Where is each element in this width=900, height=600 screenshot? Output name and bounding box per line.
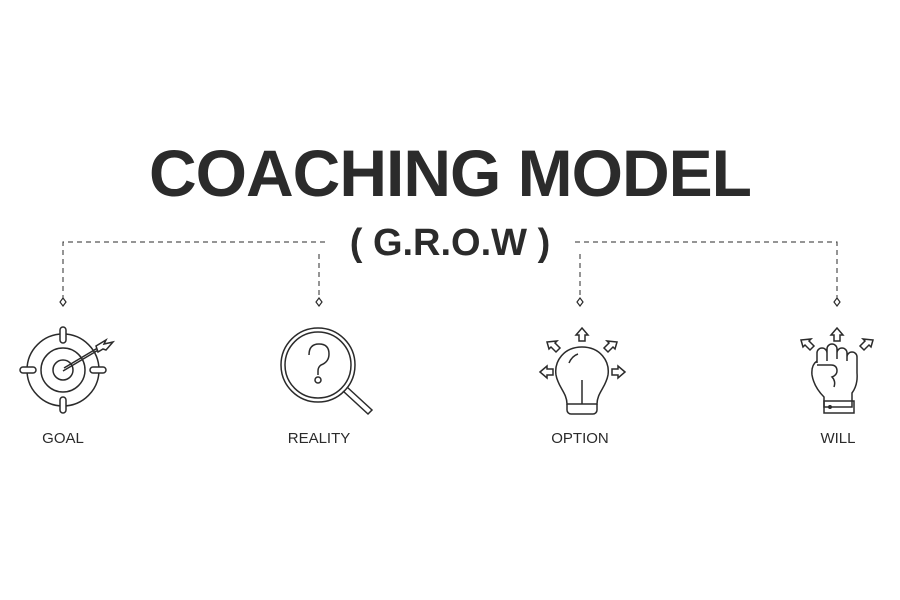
diagram-title: COACHING MODEL <box>149 136 752 210</box>
step-label-goal: GOAL <box>42 430 84 447</box>
diagram-subtitle: ( G.R.O.W ) <box>349 222 551 264</box>
step-label-reality: REALITY <box>287 430 351 447</box>
magnifier-question-icon <box>280 327 374 416</box>
lightbulb-arrows-icon <box>538 326 627 415</box>
target-icon <box>19 326 116 414</box>
step-label-will: WILL <box>820 430 856 447</box>
step-label-option: OPTION <box>551 430 609 447</box>
fist-arrows-icon <box>800 326 874 414</box>
